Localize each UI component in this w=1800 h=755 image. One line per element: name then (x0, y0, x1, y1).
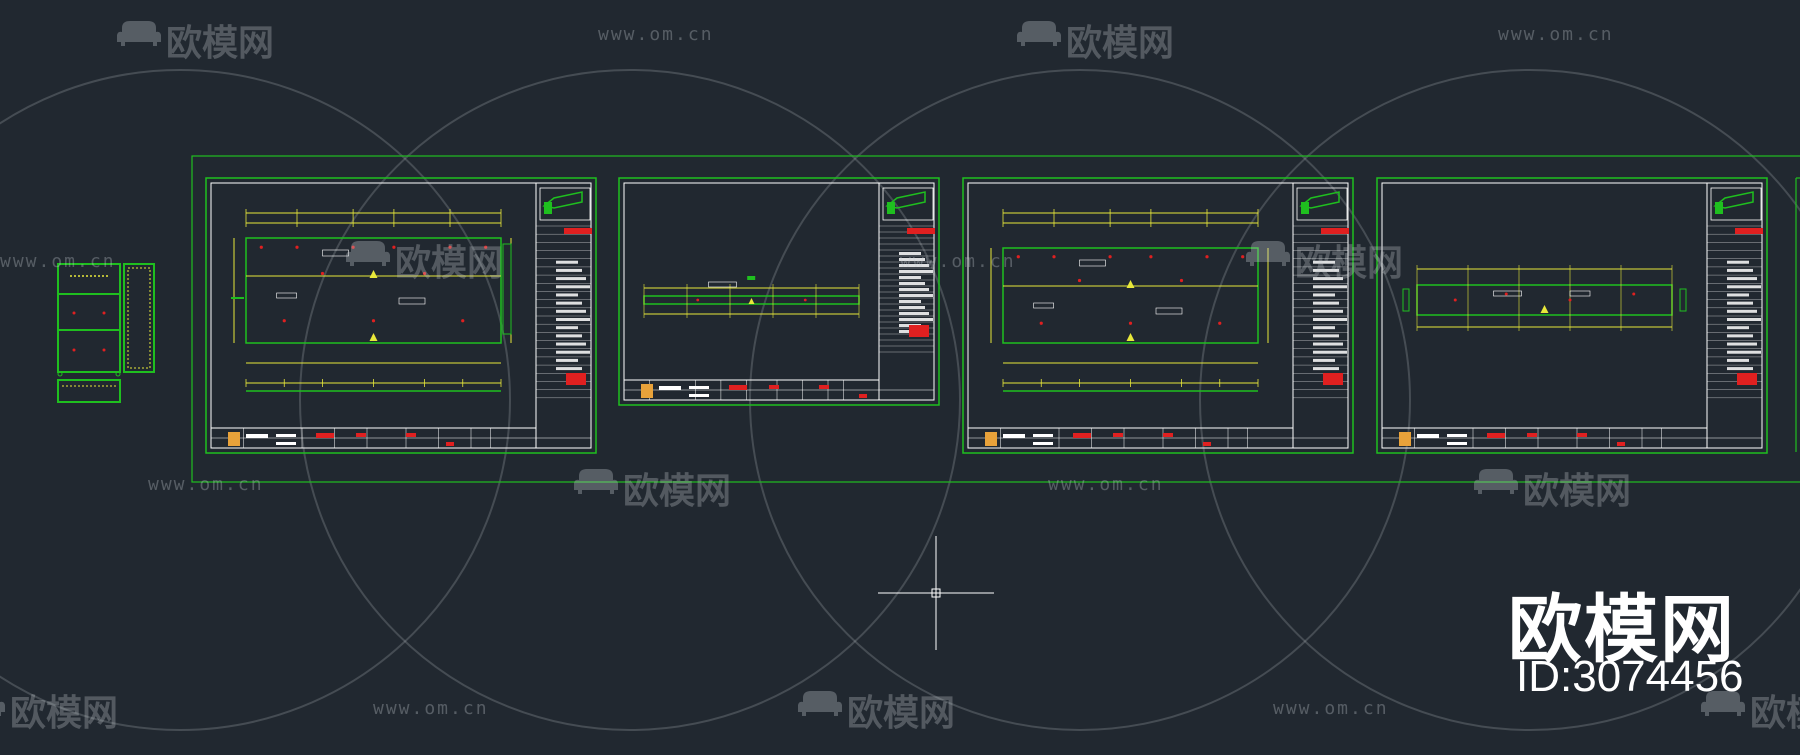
url-watermark: www.om.cn (0, 251, 116, 272)
url-watermark: www.om.cn (373, 698, 489, 719)
sofa-icon (1701, 691, 1745, 716)
url-watermark: www.om.cn (1498, 24, 1614, 45)
crosshair-cursor-icon (878, 536, 994, 650)
sofa-icon (117, 21, 161, 46)
brand-watermark-large: 欧模网 (1508, 587, 1736, 673)
sofa-icon (0, 698, 5, 716)
sofa-icon (346, 241, 390, 266)
url-watermark: www.om.cn (1273, 698, 1389, 719)
url-watermark: www.om.cn (900, 251, 1016, 272)
sofa-icon (1017, 21, 1061, 46)
cabinet-elevation-drawing[interactable] (57, 263, 155, 403)
drawing-sheet-4[interactable] (1376, 177, 1768, 454)
url-watermark: www.om.cn (598, 24, 714, 45)
sofa-icon (574, 469, 618, 494)
drawing-sheet-1[interactable] (205, 177, 597, 454)
layout-outer-frame (191, 155, 1800, 483)
drawing-sheet-3[interactable] (962, 177, 1354, 454)
model-id-label: ID:3074456 (1516, 652, 1744, 701)
drawing-sheet-2[interactable] (618, 177, 940, 406)
url-watermark: www.om.cn (1048, 474, 1164, 495)
sofa-icon (1246, 241, 1290, 266)
sofa-icon (798, 691, 842, 716)
url-watermark: www.om.cn (148, 474, 264, 495)
sofa-icon (1474, 469, 1518, 494)
